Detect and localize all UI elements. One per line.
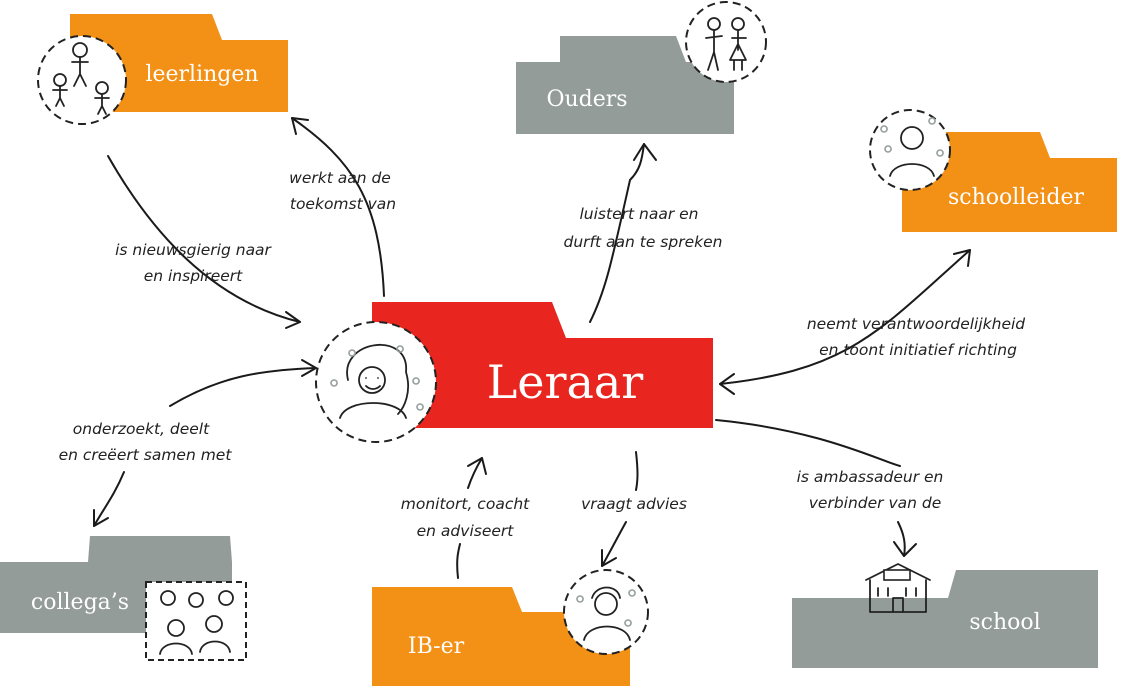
arrowhead-onderzoekt bbox=[301, 359, 317, 377]
children-icon bbox=[37, 35, 127, 125]
arrowhead-ouders bbox=[633, 143, 657, 161]
arrowhead-school bbox=[893, 541, 917, 557]
edge-label-schoolleider-2: en toont initiatief richting bbox=[819, 341, 1017, 359]
parents-icon bbox=[685, 1, 767, 83]
arrow-to-collegas bbox=[93, 471, 125, 527]
edge-label-ouders-2: durft aan te spreken bbox=[564, 233, 723, 251]
leerlingen-node-label: leerlingen bbox=[145, 62, 258, 87]
edge-label-collegas-2: en creëert samen met bbox=[59, 446, 233, 464]
edge-label-advies: vraagt advies bbox=[581, 495, 687, 513]
arrow-monitort bbox=[456, 457, 483, 579]
edge-label-inspire-1: is nieuwsgierig naar bbox=[115, 241, 272, 259]
center-node-label: Leraar bbox=[487, 355, 644, 409]
schoolleider-node-label: schoolleider bbox=[948, 185, 1085, 210]
arrow-to-schoolleider bbox=[719, 249, 971, 385]
ouders-folder bbox=[516, 36, 734, 134]
teacher-icon bbox=[315, 321, 437, 443]
edge-label-inspire-2: en inspireert bbox=[144, 267, 243, 285]
arrowhead-leerlingen bbox=[291, 117, 309, 135]
edge-label-leerlingen-2: toekomst van bbox=[290, 195, 396, 213]
school-node-label: school bbox=[969, 610, 1040, 635]
arrow-onderzoekt bbox=[169, 367, 317, 407]
arrowhead-collegas bbox=[93, 509, 109, 527]
arrow-inspire bbox=[107, 155, 301, 323]
iber-node-label: IB-er bbox=[408, 634, 465, 659]
edge-label-iber-1: monitort, coacht bbox=[401, 495, 530, 513]
school-leader-icon bbox=[869, 109, 951, 191]
edge-label-iber-2: en adviseert bbox=[417, 522, 515, 540]
edge-label-school-2: verbinder van de bbox=[809, 494, 942, 512]
schoolleider-folder bbox=[902, 132, 1117, 232]
arrow-to-leerlingen bbox=[291, 117, 385, 297]
edge-label-schoolleider-1: neemt verantwoordelijkheid bbox=[807, 315, 1025, 333]
edge-label-collegas-1: onderzoekt, deelt bbox=[73, 420, 210, 438]
arrowhead-leraar-right bbox=[719, 373, 735, 395]
colleagues-icon bbox=[145, 581, 247, 661]
arrowhead-monitort bbox=[467, 457, 487, 475]
school-folder bbox=[792, 570, 1098, 668]
ib-er-icon bbox=[563, 569, 649, 655]
arrowhead-advies bbox=[601, 549, 617, 567]
ouders-node-label: Ouders bbox=[546, 87, 627, 112]
arrow-to-school bbox=[715, 419, 906, 557]
collegas-node-label: collega’s bbox=[31, 590, 129, 615]
leraar-folder bbox=[372, 302, 713, 428]
arrow-vraagt-advies bbox=[601, 451, 639, 567]
edge-label-ouders-1: luistert naar en bbox=[580, 205, 699, 223]
arrowhead-inspire bbox=[285, 311, 301, 329]
school-building-icon bbox=[865, 563, 931, 613]
iber-folder bbox=[372, 587, 630, 686]
arrow-to-ouders bbox=[589, 143, 645, 323]
edge-label-school-1: is ambassadeur en bbox=[797, 468, 944, 486]
edge-label-leerlingen-1: werkt aan de bbox=[289, 169, 391, 187]
arrowhead-schoolleider bbox=[953, 249, 971, 267]
